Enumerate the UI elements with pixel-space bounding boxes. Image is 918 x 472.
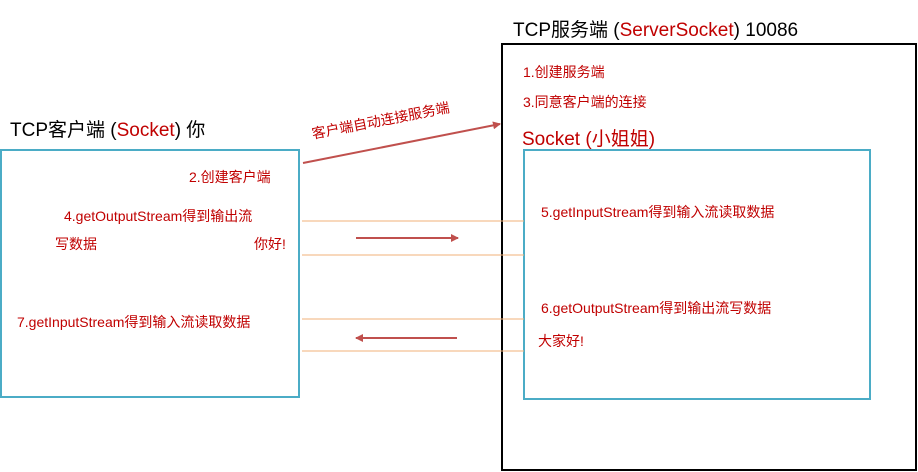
client-title-socket: Socket <box>116 120 175 141</box>
server-reply: 大家好! <box>538 333 584 349</box>
client-title-prefix: TCP客户端 ( <box>10 120 117 141</box>
client-box <box>0 149 300 398</box>
client-hello: 你好! <box>254 236 286 252</box>
server-socket-box <box>523 149 871 400</box>
client-step4-write: 写数据 <box>55 236 97 252</box>
server-title-suffix: ) 10086 <box>733 20 799 41</box>
connect-arrow <box>302 121 501 164</box>
server-socket-label: Socket (小姐姐) <box>522 129 656 150</box>
server-step1: 1.创建服务端 <box>523 64 605 80</box>
server-title: TCP服务端 (ServerSocket) 10086 <box>513 15 798 42</box>
client-step7: 7.getInputStream得到输入流读取数据 <box>17 314 251 330</box>
server-step6: 6.getOutputStream得到输出流写数据 <box>541 300 772 316</box>
server-box <box>501 43 917 471</box>
server-step3: 3.同意客户端的连接 <box>523 94 647 110</box>
client-step2: 2.创建客户端 <box>189 169 271 185</box>
server-title-socket: ServerSocket <box>619 20 734 41</box>
server-title-prefix: TCP服务端 ( <box>513 20 620 41</box>
client-step4: 4.getOutputStream得到输出流 <box>64 208 253 224</box>
client-title-suffix: ) 你 <box>174 120 206 141</box>
client-title: TCP客户端 (Socket) 你 <box>10 115 205 142</box>
server-step5: 5.getInputStream得到输入流读取数据 <box>541 204 775 220</box>
